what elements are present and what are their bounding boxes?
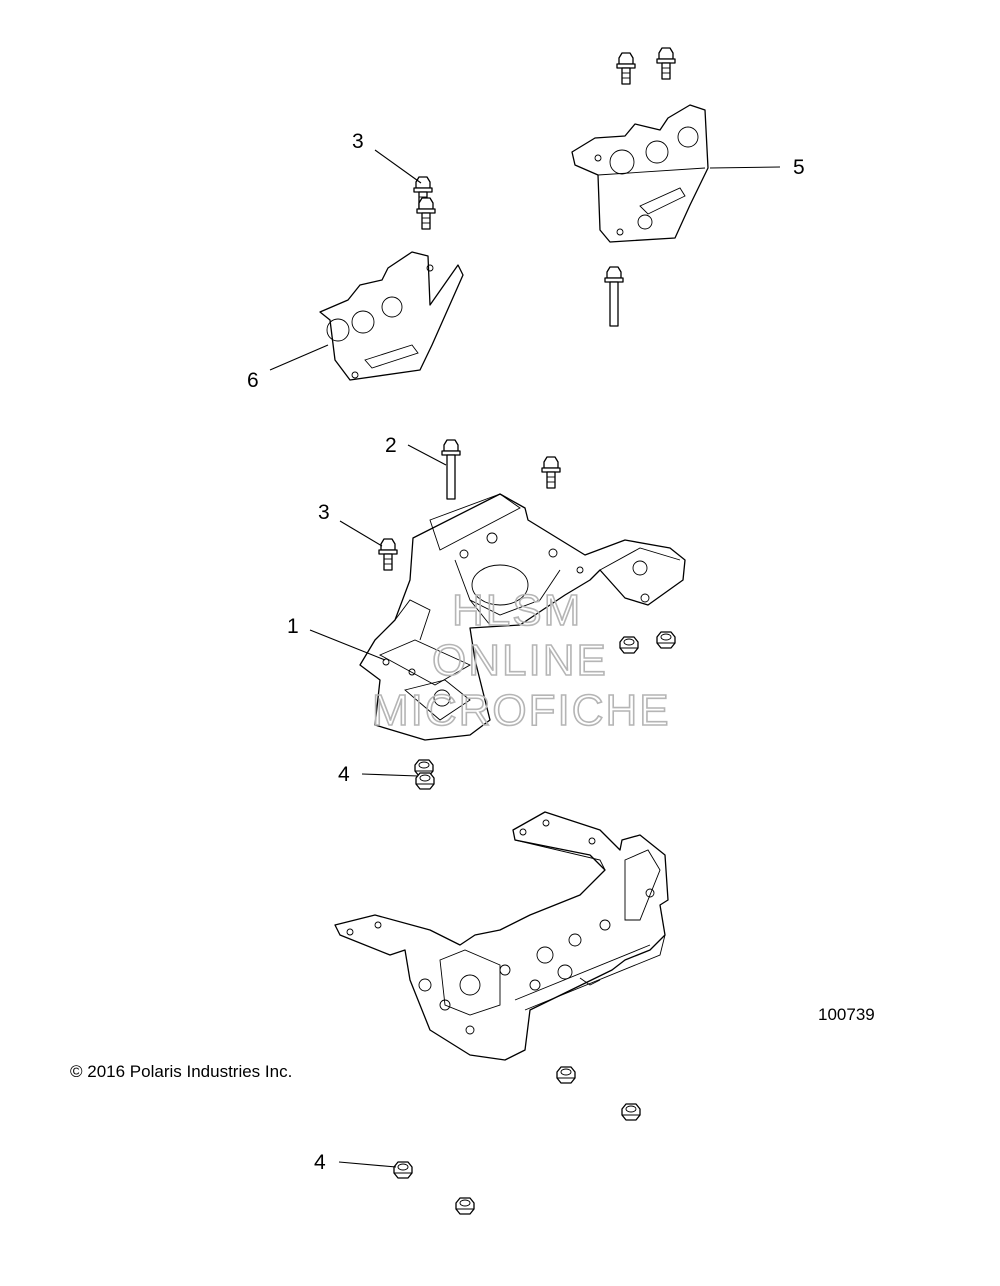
watermark: HLSM ONLINE MICROFICHE xyxy=(371,585,671,736)
leader-1 xyxy=(309,629,386,661)
watermark-line-2: ONLINE xyxy=(432,636,608,685)
nut-a xyxy=(619,636,639,654)
nut-b xyxy=(656,631,676,649)
leader-3b xyxy=(339,520,383,547)
nut-frame-2 xyxy=(621,1103,641,1121)
frame xyxy=(334,811,669,1061)
nut-frame-3 xyxy=(455,1197,475,1215)
leader-2 xyxy=(407,444,447,466)
bracket-6 xyxy=(319,251,464,381)
nut-4b xyxy=(393,1161,413,1179)
bolt-3b xyxy=(378,538,398,571)
figure-number: 100739 xyxy=(818,1005,875,1024)
bolt-5a xyxy=(616,52,636,85)
bolt-small-center xyxy=(541,456,561,489)
callout-5: 5 xyxy=(793,156,805,179)
leader-5 xyxy=(709,166,781,169)
leader-4a xyxy=(361,773,419,777)
callout-3a: 3 xyxy=(352,130,364,153)
callout-4a: 4 xyxy=(338,763,350,786)
engine-mount-1 xyxy=(359,493,686,741)
bracket-5 xyxy=(571,104,709,243)
watermark-line-1: HLSM xyxy=(452,586,582,635)
bolt-3a-lower xyxy=(416,197,436,230)
bolt-long-right xyxy=(604,266,624,327)
callout-3b: 3 xyxy=(318,501,330,524)
callout-6: 6 xyxy=(247,369,259,392)
nut-4a-lower xyxy=(415,772,435,790)
callout-2: 2 xyxy=(385,434,397,457)
leader-6 xyxy=(269,344,329,371)
watermark-line-3: MICROFICHE xyxy=(372,686,671,735)
leader-4b xyxy=(338,1161,397,1168)
nut-frame-1 xyxy=(556,1066,576,1084)
copyright-text: © 2016 Polaris Industries Inc. xyxy=(70,1062,292,1081)
bolt-2 xyxy=(441,439,461,500)
leader-3a xyxy=(374,149,422,184)
callout-1: 1 xyxy=(287,615,299,638)
bolt-5b xyxy=(656,47,676,80)
callout-4b: 4 xyxy=(314,1151,326,1174)
